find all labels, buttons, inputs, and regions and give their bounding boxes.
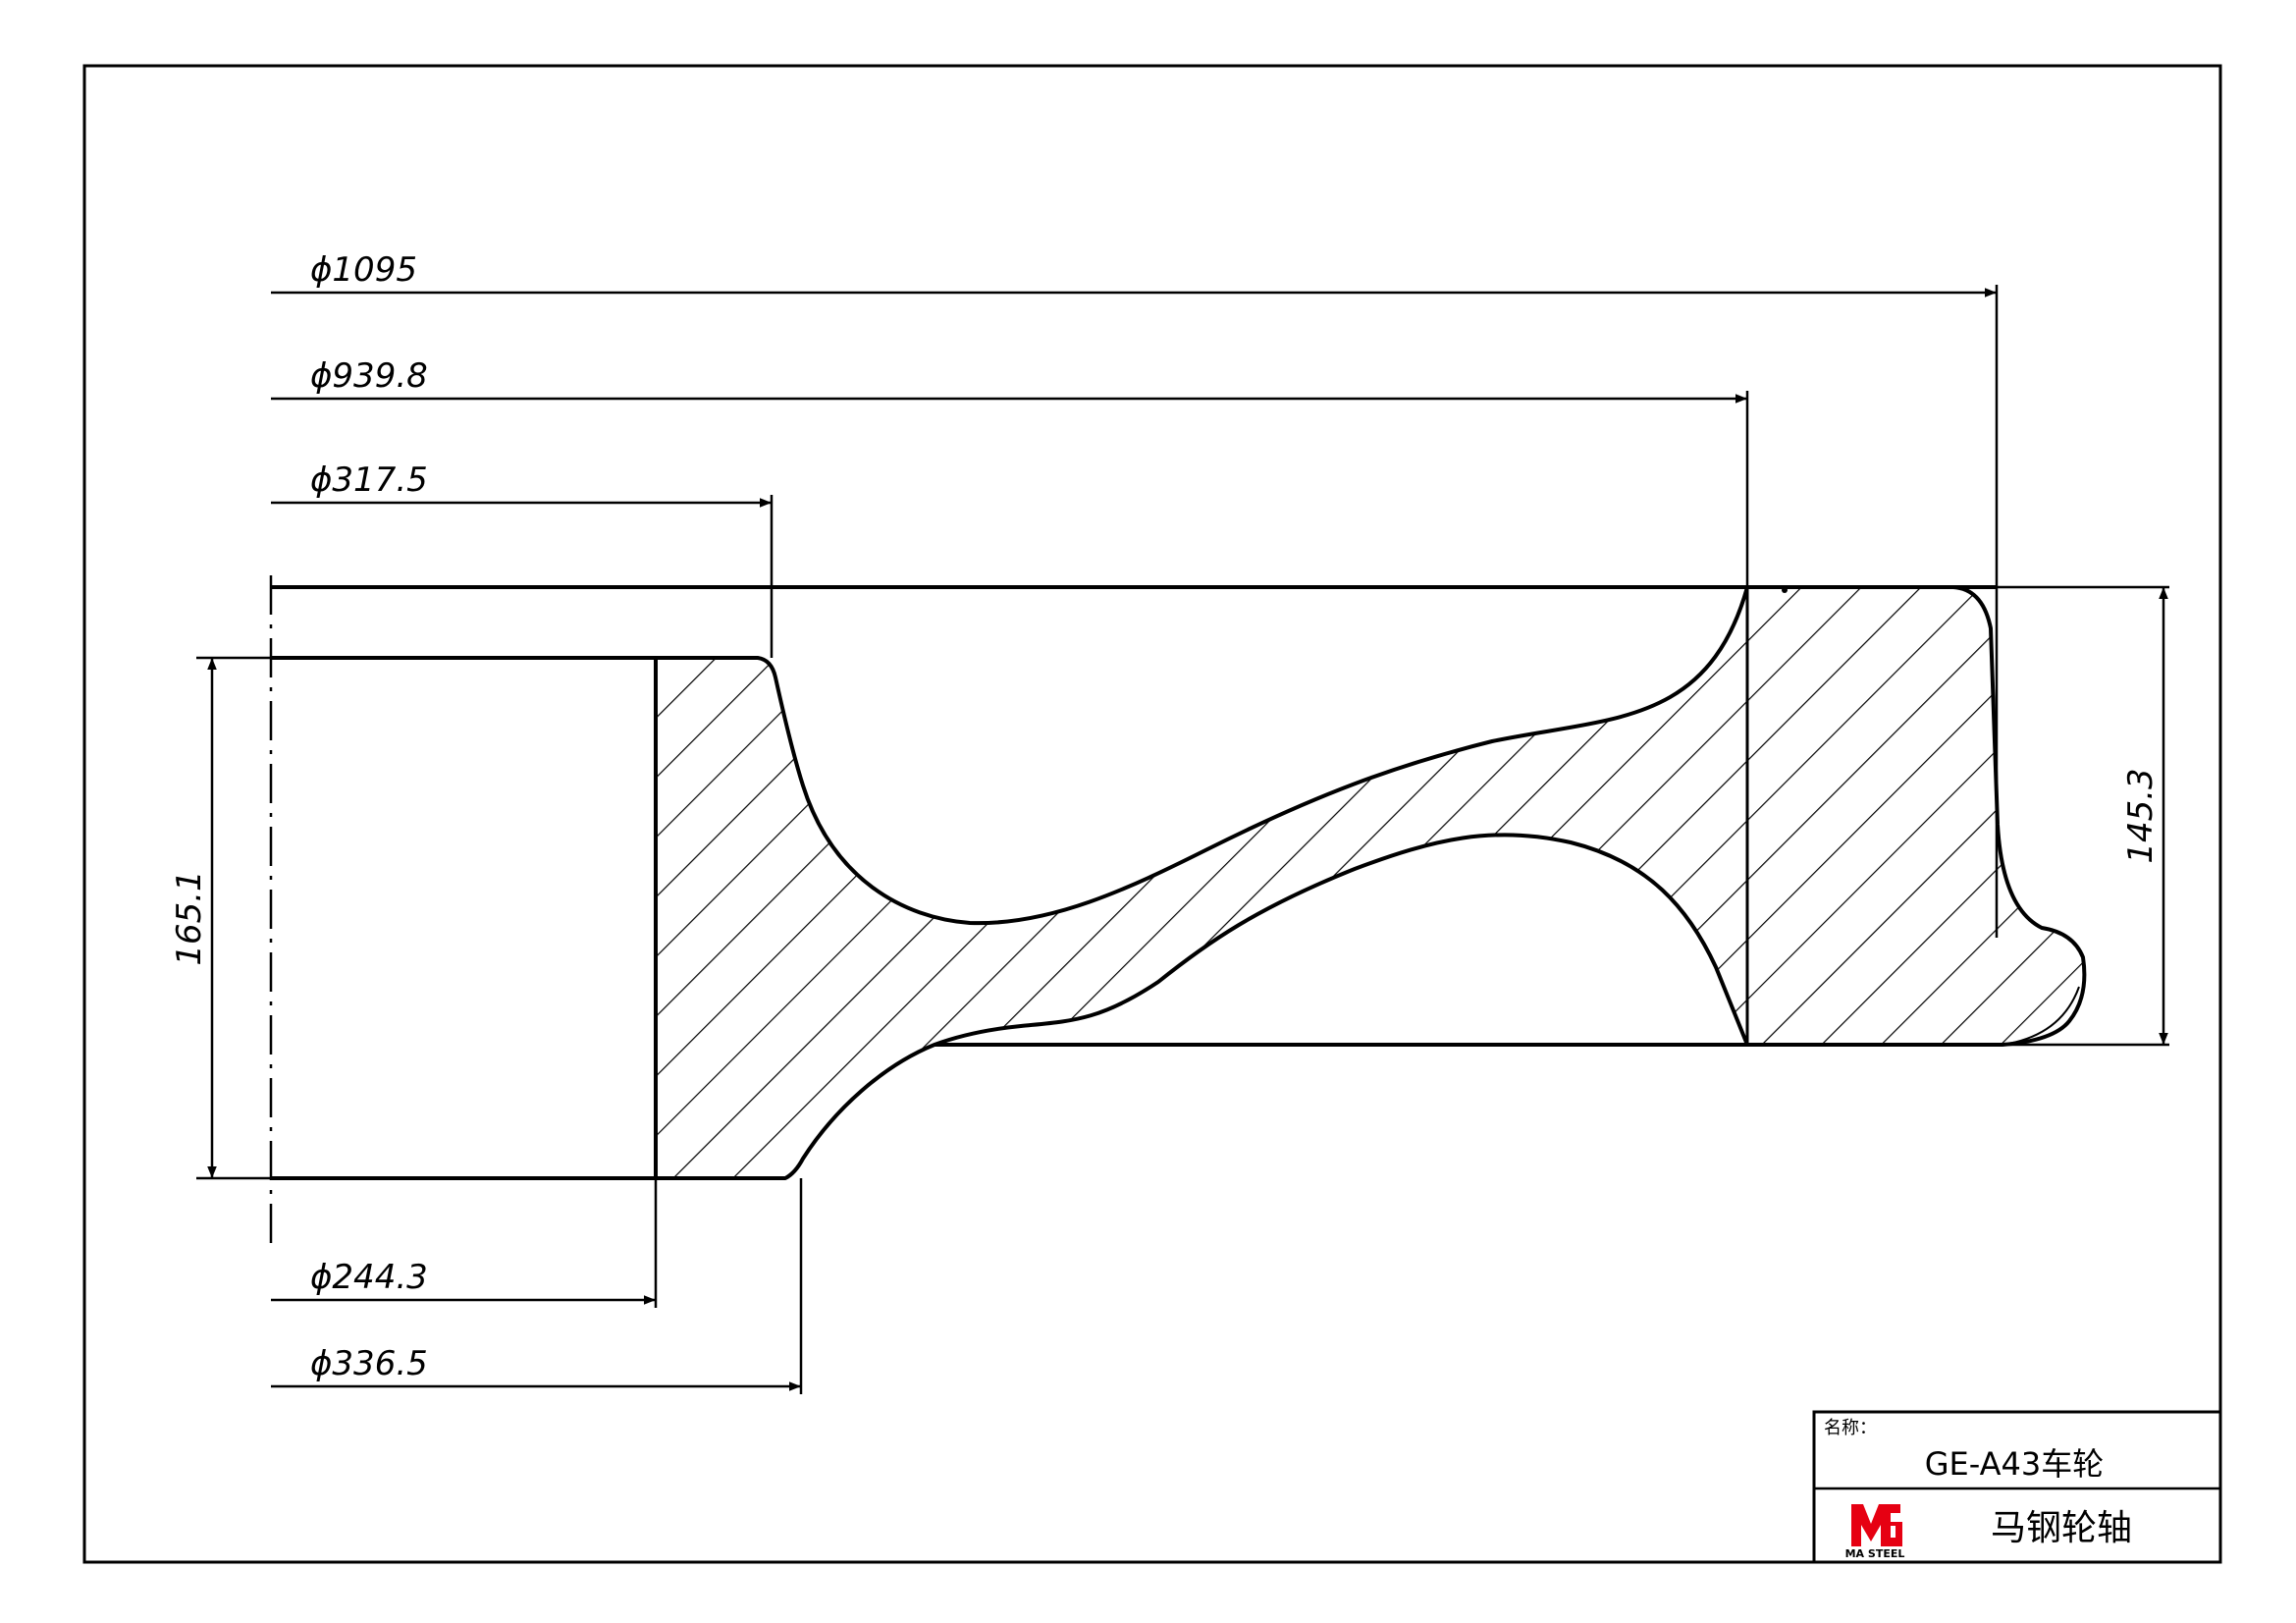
company-name: 马钢轮轴 — [1991, 1508, 2132, 1548]
dim-label-145-3: 145.3 — [2121, 768, 2161, 863]
dim-label-244-3: ϕ244.3 — [310, 1258, 428, 1297]
dimension-labels: ϕ1095 ϕ939.8 ϕ317.5 ϕ244.3 ϕ336.5 165.1 … — [170, 250, 2161, 1383]
name-label: 名称： — [1824, 1418, 1877, 1438]
masteel-logo: MA STEEL — [1845, 1504, 1905, 1560]
section-hatched-area — [654, 585, 2087, 1180]
title-block: 名称： GE-A43车轮 MA STEEL 马钢轮轴 — [1812, 1410, 2222, 1564]
wheel-cross-section — [654, 585, 2087, 1180]
dim-label-317-5: ϕ317.5 — [310, 460, 428, 500]
wheel-outline — [271, 585, 2002, 1180]
dim-label-939-8: ϕ939.8 — [310, 356, 428, 396]
dim-label-336-5: ϕ336.5 — [310, 1344, 428, 1383]
part-name: GE-A43车轮 — [1925, 1445, 2104, 1483]
sheet-border — [82, 64, 2222, 1564]
title-block-frame — [1812, 1410, 2222, 1564]
logo-mark-g — [1881, 1504, 1902, 1546]
dimension-lines — [196, 285, 2169, 1394]
dim-label-165-1: 165.1 — [170, 870, 209, 965]
logo-text: MA STEEL — [1845, 1547, 1905, 1560]
flange-inner-line — [2002, 986, 2080, 1046]
dim-label-1095: ϕ1095 — [310, 250, 417, 290]
